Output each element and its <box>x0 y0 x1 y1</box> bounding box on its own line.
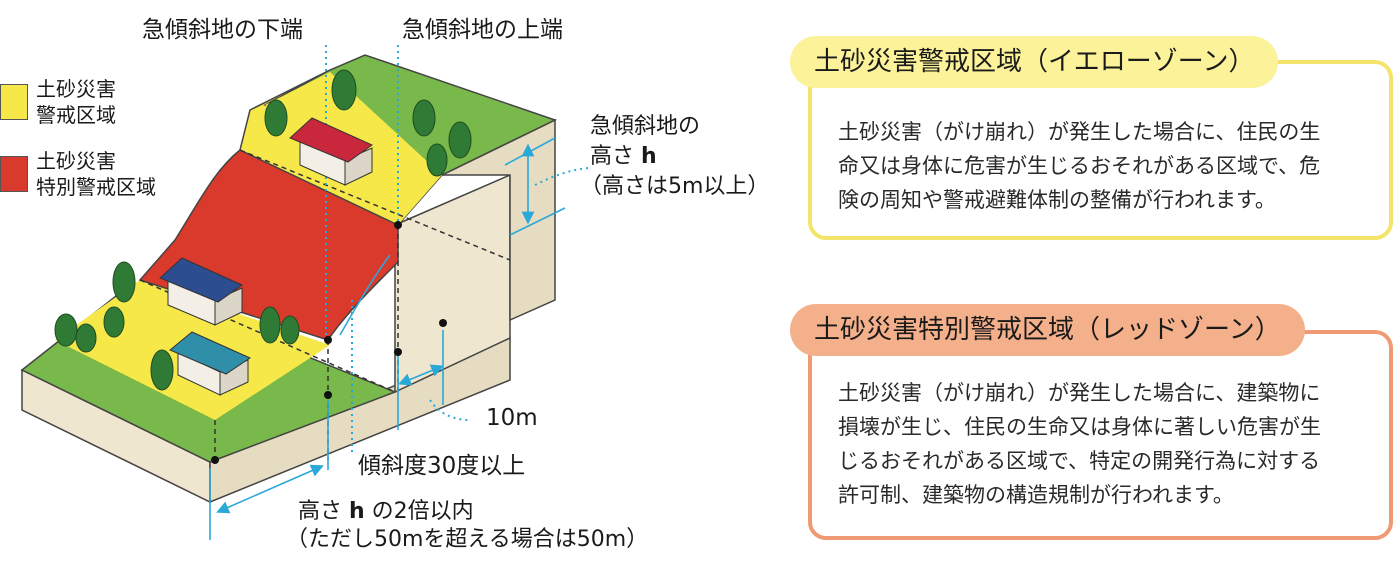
cliff-side-face <box>394 173 511 394</box>
red-zone-title: 土砂災害特別警戒区域（レッドゾーン） <box>790 304 1305 356</box>
height-line3: （高さは5m以上） <box>580 174 770 199</box>
house-red-icon <box>289 117 374 186</box>
legend-red-swatch <box>0 156 28 192</box>
red-zone-body-line: じるおそれがある区域で、特定の開発行為に対する <box>838 449 1321 473</box>
red-zone-body-line: 土砂災害（がけ崩れ）が発生した場合に、建築物に <box>838 381 1321 405</box>
slope-diagram <box>20 45 589 540</box>
yellow-zone-body-line: 険の周知や警戒避難体制の整備が行われます。 <box>838 188 1276 212</box>
ten-m-label: 10m <box>486 405 538 431</box>
legend-yellow-line1: 土砂災害 <box>36 77 116 101</box>
twice-label: 高さ h の2倍以内 （ただし50mを超える場合は50m） <box>286 498 648 554</box>
house-blue-icon <box>159 257 244 326</box>
twice-note: （ただし50mを超える場合は50m） <box>286 527 649 552</box>
twice-line1: 高さ h の2倍以内 <box>298 498 648 526</box>
tree-icons <box>54 69 472 391</box>
legend-red-label: 土砂災害 特別警戒区域 <box>36 148 156 200</box>
slope-top-label: 急傾斜地の上端 <box>402 17 563 43</box>
legend-yellow-line2: 警戒区域 <box>36 103 116 127</box>
height-prefix: 高さ <box>590 144 641 169</box>
twice-h: h <box>349 499 365 524</box>
slope-bottom-label: 急傾斜地の下端 <box>142 17 303 43</box>
legend-yellow-swatch <box>0 84 28 120</box>
legend-red-line2: 特別警戒区域 <box>36 175 156 199</box>
yellow-zone-body-line: 土砂災害（がけ崩れ）が発生した場合に、住民の生 <box>838 120 1321 144</box>
legend-red-line1: 土砂災害 <box>36 149 116 173</box>
legend-yellow-label: 土砂災害 警戒区域 <box>36 76 116 128</box>
red-zone-body-line: 損壊が生じ、住民の生命又は身体に著しい危害が生 <box>838 415 1321 439</box>
twice-prefix: 高さ <box>298 499 349 524</box>
height-line2: 高さ h <box>590 142 769 172</box>
yellow-zone-title: 土砂災害警戒区域（イエローゾーン） <box>790 36 1279 88</box>
twice-suffix: の2倍以内 <box>364 499 474 524</box>
red-zone-body: 土砂災害（がけ崩れ）が発生した場合に、建築物に 損壊が生じ、住民の生命又は身体に… <box>838 376 1386 512</box>
house-teal-icon <box>169 331 252 396</box>
height-line1: 急傾斜地の <box>590 114 701 139</box>
red-zone-body-line: 許可制、建築物の構造規制が行われます。 <box>838 483 1234 507</box>
height-h: h <box>641 144 657 169</box>
yellow-zone-body: 土砂災害（がけ崩れ）が発生した場合に、住民の生 命又は身体に危害が生じるおそれが… <box>838 115 1386 217</box>
angle-label: 傾斜度30度以上 <box>358 453 526 479</box>
height-label: 急傾斜地の 高さ h （高さは5m以上） <box>580 112 769 202</box>
red-zone-card <box>808 330 1393 540</box>
yellow-zone-body-line: 命又は身体に危害が生じるおそれがある区域で、危 <box>838 154 1321 178</box>
